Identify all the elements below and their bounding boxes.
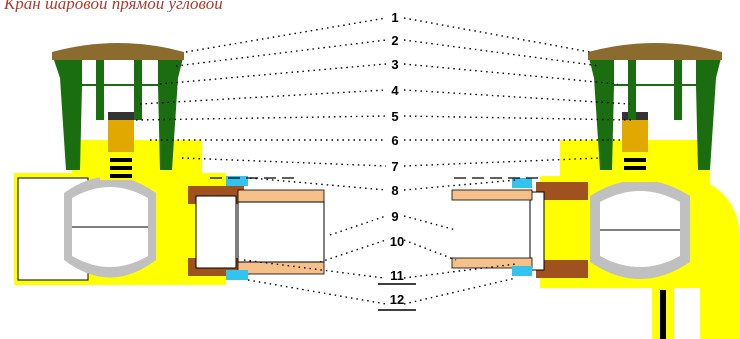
- label-8: 8: [391, 183, 398, 198]
- label-4: 4: [391, 83, 399, 98]
- label-11: 11: [390, 268, 404, 283]
- left-fitting: [195, 195, 237, 269]
- label-7: 7: [391, 159, 398, 174]
- valve-left-section: [14, 43, 325, 285]
- label-6: 6: [391, 133, 398, 148]
- left-oring-bottom: [226, 270, 248, 280]
- leader-lines: [135, 17, 633, 311]
- diagram-title: Кран шаровой прямой угловой: [4, 0, 223, 12]
- right-pipe-top: [451, 189, 533, 201]
- label-10: 10: [390, 234, 404, 249]
- label-12: 12: [390, 292, 404, 307]
- callout-numbers: 1 2 3 4 5 6 7 8 9 10 11 12: [390, 10, 404, 307]
- right-pipe-bottom: [451, 257, 533, 269]
- label-5: 5: [391, 109, 398, 124]
- left-pipe-bottom: [237, 261, 325, 275]
- right-oring-top: [512, 178, 532, 188]
- right-oring-bottom: [512, 266, 532, 276]
- label-3: 3: [391, 57, 398, 72]
- right-ball: [600, 191, 680, 267]
- right-union-nut-top: [536, 182, 588, 200]
- right-elbow: [690, 176, 740, 339]
- left-oring-top: [226, 176, 248, 186]
- left-pipe-top: [237, 189, 325, 203]
- label-9: 9: [391, 209, 398, 224]
- label-1: 1: [391, 10, 398, 25]
- valve-right-section: [451, 43, 740, 339]
- right-union-nut-bottom: [536, 260, 588, 278]
- label-2: 2: [391, 33, 398, 48]
